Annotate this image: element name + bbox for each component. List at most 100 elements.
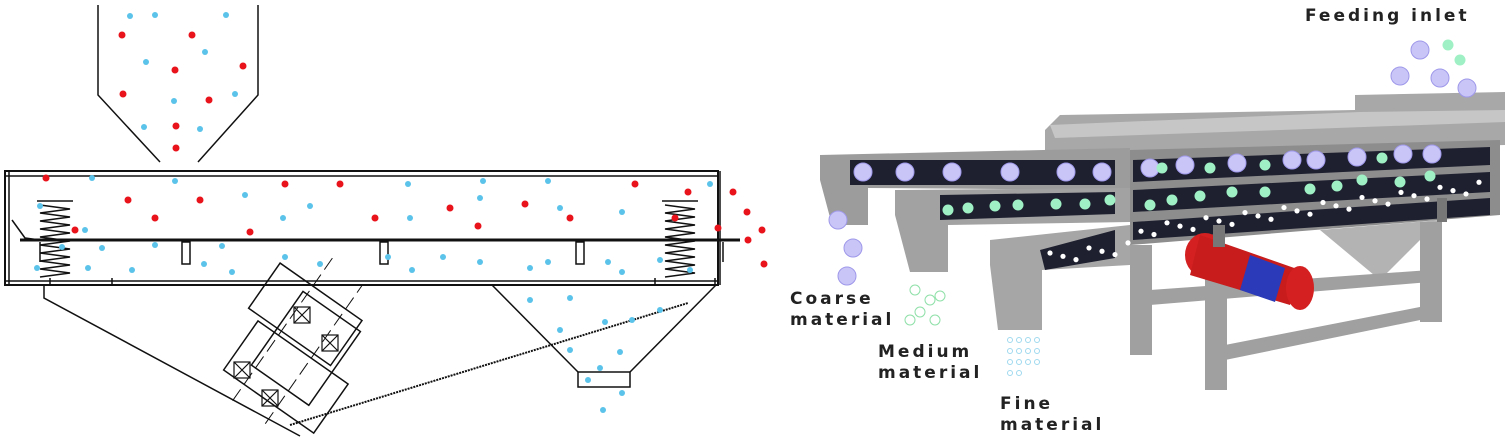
fine-particle — [407, 215, 413, 221]
spring-base-right — [654, 278, 716, 286]
fine-ball-falling — [1016, 337, 1022, 343]
medium-ball — [1104, 194, 1116, 206]
under-hopper — [1320, 220, 1440, 280]
motor-axis-line — [264, 284, 364, 424]
fine-particle — [385, 254, 391, 260]
fine-particle — [127, 13, 133, 19]
fine-ball — [1424, 196, 1430, 202]
medium-ball — [1356, 174, 1368, 186]
fine-particle — [141, 124, 147, 130]
fine-ball — [1359, 194, 1365, 201]
fine-ball-falling — [1034, 337, 1040, 343]
coarse-particle — [188, 31, 196, 39]
coarse-particle — [124, 196, 132, 204]
motor-housing — [222, 319, 350, 435]
coarse-ball — [1457, 78, 1477, 98]
coarse-particle — [239, 62, 247, 70]
support-frame-line — [43, 285, 301, 437]
motor-housing — [250, 290, 362, 407]
medium-ball — [1204, 162, 1216, 174]
coarse-ball — [1422, 144, 1442, 164]
fine-ball-falling — [1025, 337, 1031, 343]
medium-ball-falling — [934, 290, 946, 302]
coarse-ball — [1000, 162, 1020, 182]
label-line: Coarse — [790, 289, 874, 309]
fine-particle — [617, 349, 623, 355]
fine-ball — [1255, 213, 1261, 219]
schematic-drawing — [4, 5, 740, 437]
fine-particle — [707, 181, 713, 187]
label-fine-material: Fine material — [1000, 394, 1104, 436]
medium-ball — [1424, 170, 1436, 182]
coarse-ball — [1306, 150, 1326, 170]
coarse-ball — [843, 238, 863, 258]
coarse-particle — [172, 144, 180, 152]
fine-particle — [82, 227, 88, 233]
fine-particle — [280, 215, 286, 221]
coarse-particle — [42, 174, 50, 182]
fine-particle — [619, 269, 625, 275]
fine-ball — [1190, 226, 1196, 233]
coarse-particle — [758, 226, 766, 234]
fine-particle — [619, 390, 625, 396]
discharge-outlet — [577, 371, 631, 388]
medium-ball — [1166, 194, 1178, 206]
deck-fine — [1040, 230, 1115, 270]
fine-ball — [1463, 191, 1469, 197]
spring — [39, 204, 71, 278]
material-balls — [828, 39, 1482, 376]
fine-particle — [307, 203, 313, 209]
fine-ball — [1099, 248, 1105, 254]
label-line: material — [1000, 415, 1105, 435]
medium-ball — [989, 200, 1001, 212]
fine-particle — [600, 407, 606, 413]
coarse-ball — [1347, 147, 1367, 167]
coarse-ball — [942, 162, 962, 182]
coarse-ball — [1227, 153, 1247, 173]
fine-particle — [409, 267, 415, 273]
fine-particle — [99, 245, 105, 251]
coarse-particle — [474, 222, 482, 230]
label-coarse-material: Coarse material — [790, 289, 894, 331]
spring-base-left — [49, 278, 113, 286]
fine-particle — [557, 205, 563, 211]
coarse-particle — [729, 188, 737, 196]
coarse-ball — [1410, 40, 1430, 60]
medium-ball — [1442, 39, 1454, 51]
fine-particle — [657, 257, 663, 263]
medium-ball-falling — [929, 314, 941, 326]
fine-ball — [1086, 245, 1092, 251]
fine-particle — [171, 98, 177, 104]
medium-ball-falling — [904, 314, 916, 326]
fine-particle — [567, 347, 573, 353]
bearing-icons — [233, 306, 339, 407]
coarse-ball — [828, 210, 848, 230]
coarse-ball — [1092, 162, 1112, 182]
fine-ball-falling — [1007, 348, 1013, 354]
screen-box — [4, 170, 719, 286]
fine-ball — [1281, 204, 1287, 211]
coarse-particle — [281, 180, 289, 188]
fine-particle — [37, 203, 43, 209]
fine-ball — [1112, 251, 1118, 258]
medium-ball-falling — [909, 284, 921, 296]
fine-particle — [545, 178, 551, 184]
top-cover-highlight — [1050, 110, 1505, 138]
medium-ball — [1012, 199, 1024, 211]
linear-vibrating-screen-machine — [820, 39, 1505, 390]
fine-ball — [1125, 240, 1131, 246]
fine-ball — [1073, 257, 1079, 263]
coarse-particle — [631, 180, 639, 188]
coarse-particle — [743, 208, 751, 216]
discharge-hopper-left — [491, 284, 579, 373]
spring-icon — [1213, 225, 1225, 247]
deck-medium — [940, 192, 1115, 220]
fine-ball — [1177, 223, 1183, 229]
fine-particle — [85, 265, 91, 271]
coarse-particle — [714, 224, 722, 232]
medium-ball — [1304, 183, 1316, 195]
fine-ball — [1372, 198, 1378, 204]
deck-coarse — [850, 160, 1115, 185]
fine-particle — [89, 175, 95, 181]
